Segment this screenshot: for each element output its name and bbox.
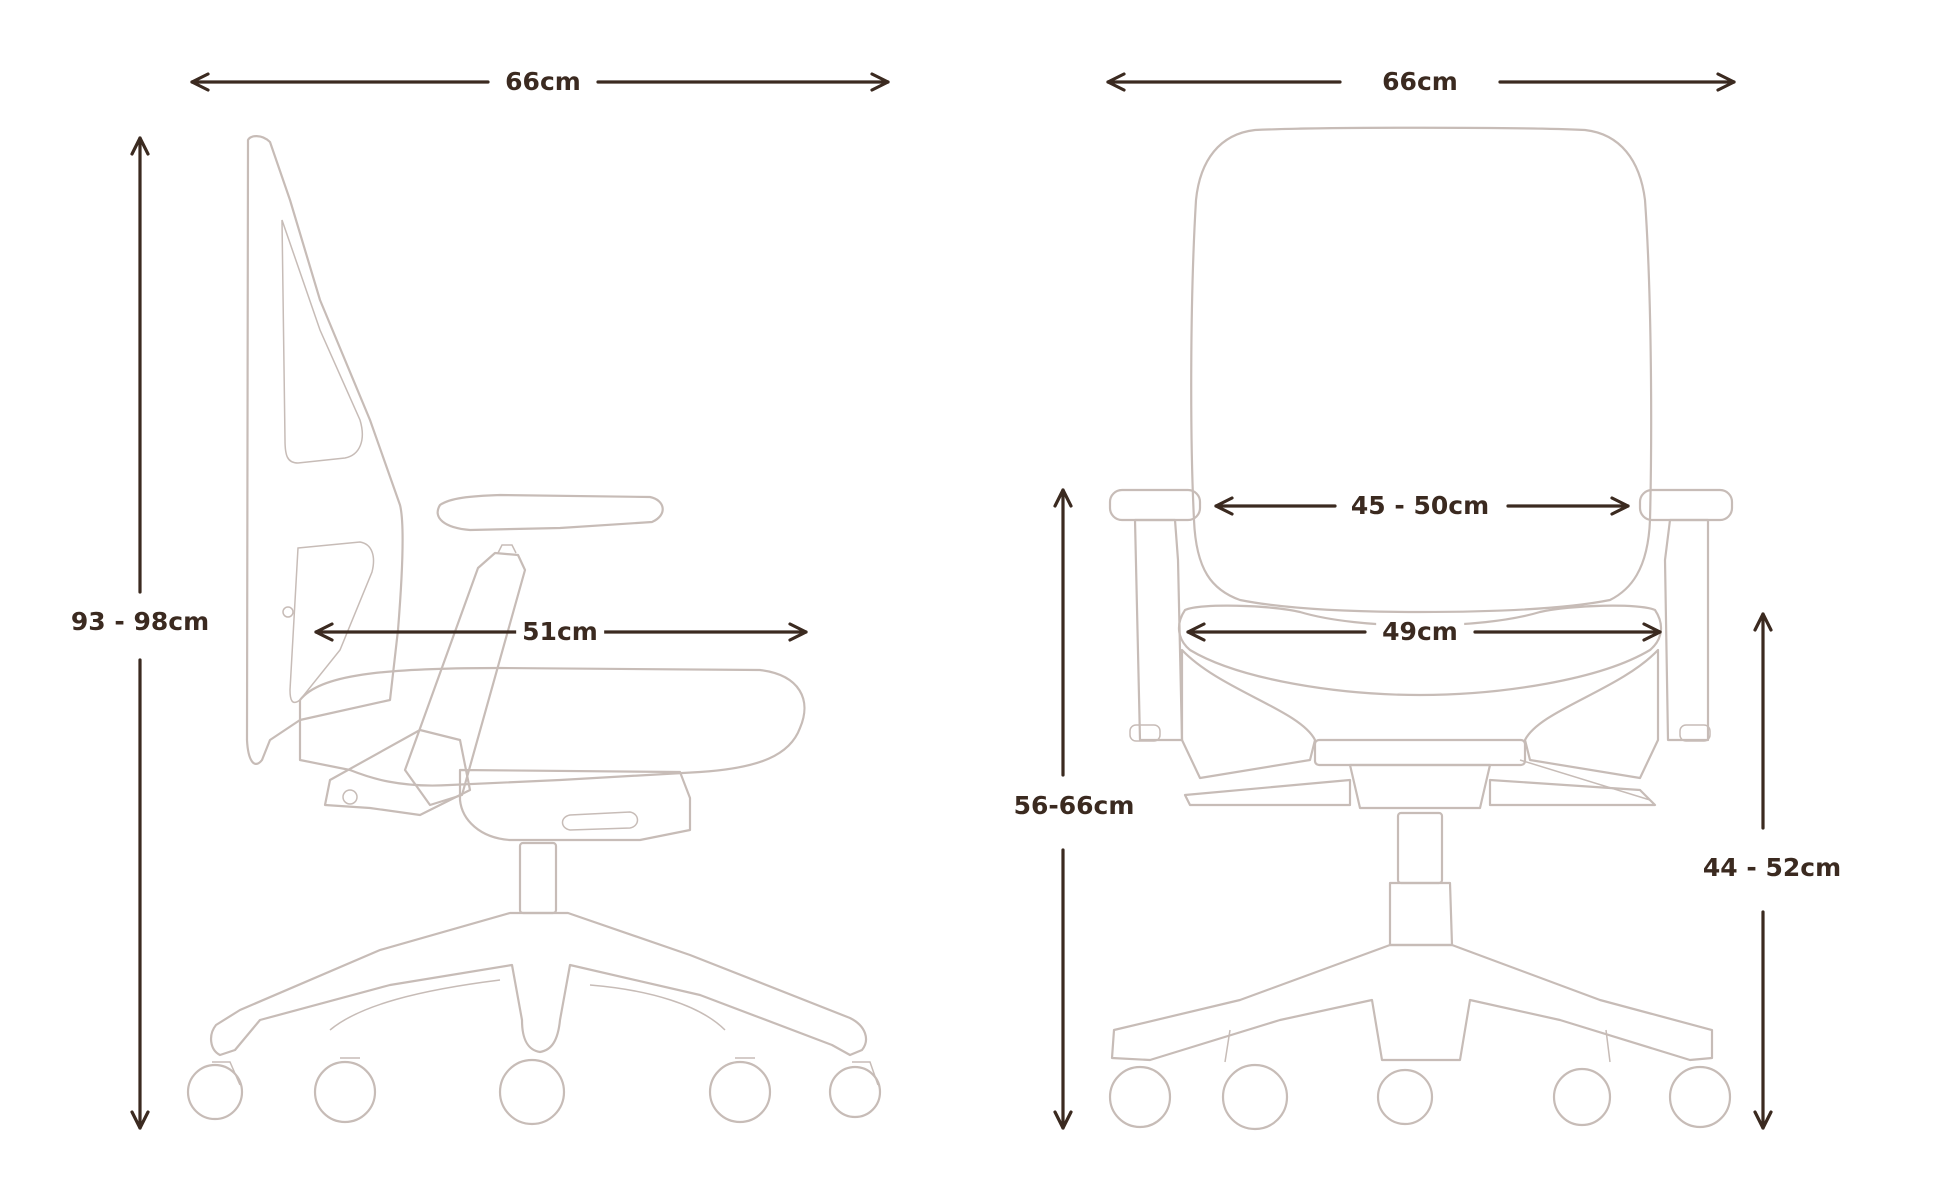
- seat-height-label: 44 - 52cm: [1696, 852, 1848, 884]
- armrest-span-label: 45 - 50cm: [1344, 490, 1496, 522]
- side-width-label: 66cm: [499, 66, 587, 98]
- side-height-label: 93 - 98cm: [64, 606, 216, 638]
- seat-depth-label: 51cm: [516, 616, 604, 648]
- side-view-chair: [186, 135, 882, 1126]
- front-width-label: 66cm: [1376, 66, 1464, 98]
- front-view-chair: [1108, 126, 1734, 1131]
- seat-width-label: 49cm: [1376, 616, 1464, 648]
- armrest-height-label: 56-66cm: [1007, 790, 1141, 822]
- dimension-lines: [130, 72, 1773, 1130]
